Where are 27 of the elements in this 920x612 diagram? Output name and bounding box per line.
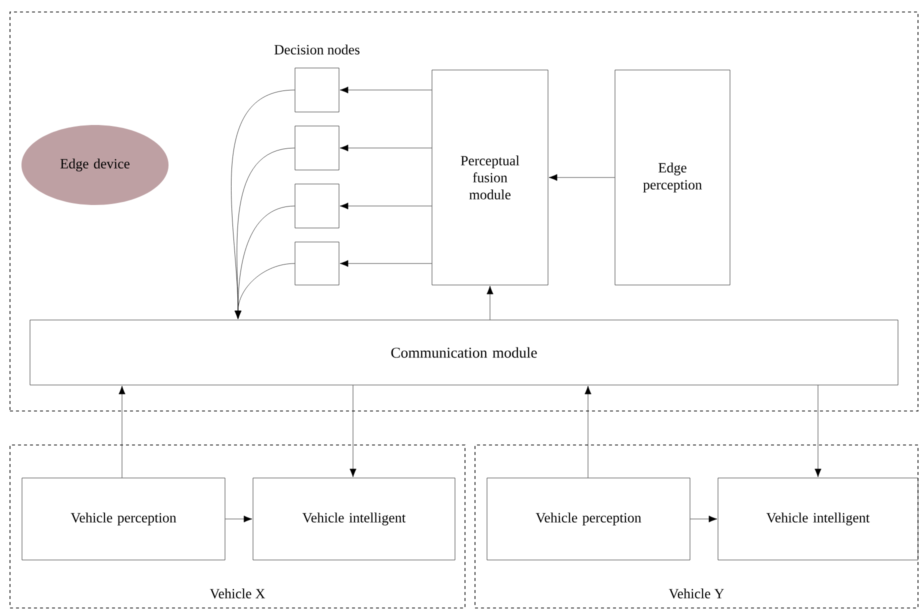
dashed-region	[10, 12, 918, 412]
arrow	[548, 174, 615, 181]
decision-box	[294, 126, 340, 170]
arrow	[814, 385, 822, 478]
heading: Decision nodes	[274, 44, 360, 54]
process-box: Vehicle perception	[22, 478, 226, 560]
arrow	[584, 386, 592, 478]
arrow	[340, 86, 432, 94]
decision-box	[294, 68, 340, 112]
arrow	[225, 516, 252, 522]
arrow	[234, 263, 295, 320]
arrow	[350, 385, 356, 478]
process-box: Edge perception	[614, 70, 730, 286]
arrow	[340, 144, 432, 152]
arrow	[340, 202, 432, 210]
process-box: Perceptual fusion module	[432, 70, 548, 286]
arrow	[690, 516, 718, 522]
decision-box	[294, 184, 340, 228]
process-box: Communication module	[30, 320, 898, 386]
process-box: Vehicle intelligent	[252, 478, 456, 560]
arrow	[486, 286, 494, 320]
ellipse-label: Edge device	[21, 125, 169, 205]
process-box: Vehicle perception	[486, 478, 690, 560]
decision-box	[294, 242, 340, 286]
process-box: Vehicle intelligent	[718, 478, 918, 560]
arrow	[340, 260, 432, 267]
arrow	[118, 386, 126, 478]
